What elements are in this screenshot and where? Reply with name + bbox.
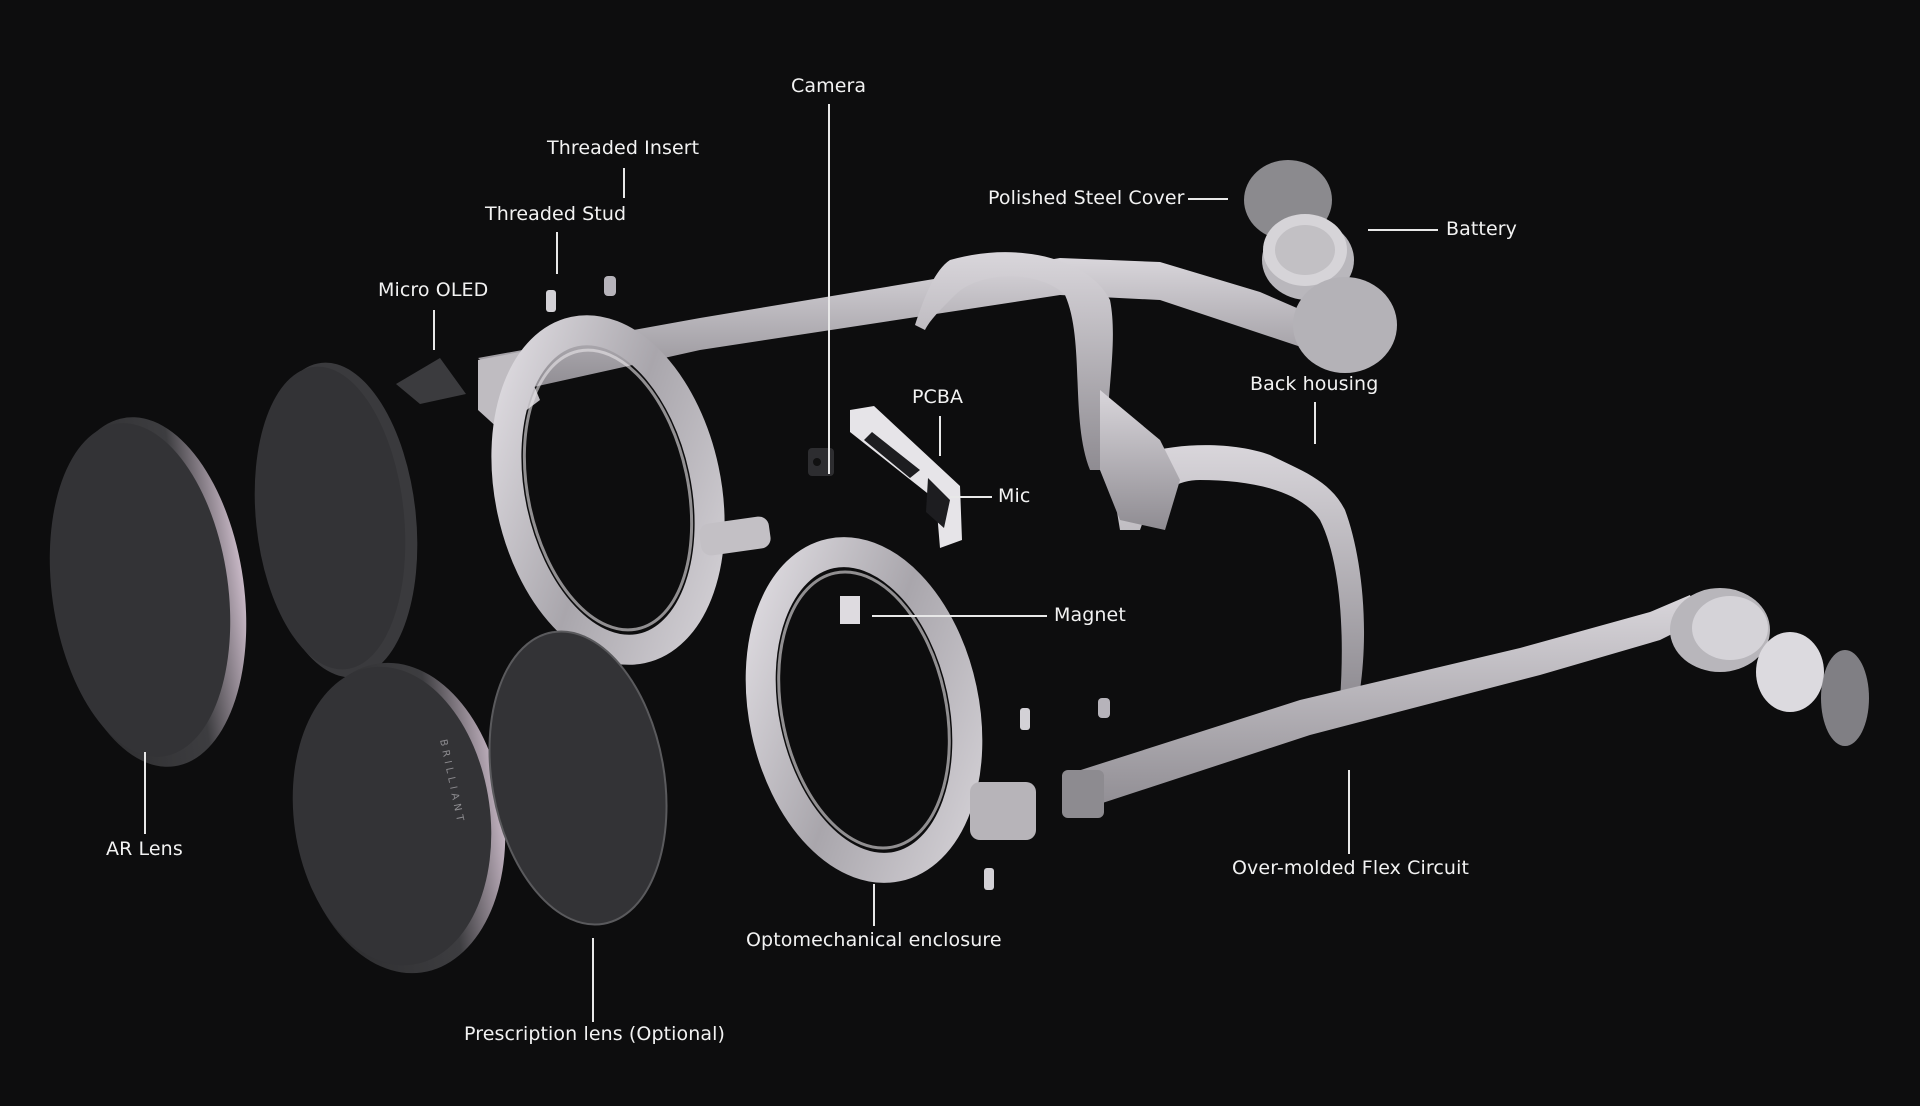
micro-oled-part (396, 358, 466, 404)
stud-right (1020, 708, 1030, 730)
ar-lens-part-3: BRILLIANT (292, 662, 506, 974)
label-prescription-lens: Prescription lens (Optional) (464, 1023, 726, 1045)
label-pcba: PCBA (912, 386, 964, 408)
label-mic: Mic (998, 485, 1031, 507)
stud-low (984, 868, 994, 890)
leader-threaded-stud (556, 232, 558, 274)
label-camera: Camera (791, 75, 867, 97)
leader-battery (1368, 229, 1438, 231)
bridge (699, 516, 771, 556)
flex-circuit-arm (1062, 588, 1869, 818)
label-optomechanical-enclosure: Optomechanical enclosure (746, 929, 1002, 951)
label-polished-steel-cover: Polished Steel Cover (988, 187, 1185, 209)
leader-camera (828, 104, 830, 474)
leader-flex-circuit (1348, 770, 1350, 854)
leader-pcba (939, 416, 941, 456)
insert-right (1098, 698, 1110, 718)
leader-optomechanical-enclosure (873, 884, 875, 926)
label-ar-lens: AR Lens (106, 838, 183, 860)
label-threaded-stud: Threaded Stud (485, 203, 627, 225)
leader-polished-steel-cover (1188, 198, 1228, 200)
threaded-stud-part (546, 290, 556, 312)
leader-back-housing (1314, 402, 1316, 444)
label-micro-oled: Micro OLED (378, 279, 489, 301)
leader-ar-lens (144, 752, 146, 834)
label-back-housing: Back housing (1250, 373, 1379, 395)
leader-mic (950, 496, 992, 498)
ar-lens-part (49, 417, 247, 767)
label-over-molded-flex-circuit: Over-molded Flex Circuit (1232, 857, 1470, 879)
label-magnet: Magnet (1054, 604, 1126, 626)
front-frame-right-rim (745, 537, 1036, 883)
ar-lens-part-2 (254, 362, 418, 678)
back-housing-frame (478, 252, 1397, 700)
front-frame-left-rim (478, 315, 725, 665)
camera-lens-dot (813, 458, 821, 466)
prescription-lens-part (488, 630, 668, 926)
threaded-insert-part (604, 276, 616, 296)
leader-prescription-lens (592, 938, 594, 1022)
leader-threaded-insert (623, 168, 625, 198)
label-battery: Battery (1446, 218, 1518, 240)
label-threaded-insert: Threaded Insert (547, 137, 700, 159)
leader-micro-oled (433, 310, 435, 350)
leader-magnet (872, 615, 1047, 617)
pcba-part (850, 406, 962, 548)
